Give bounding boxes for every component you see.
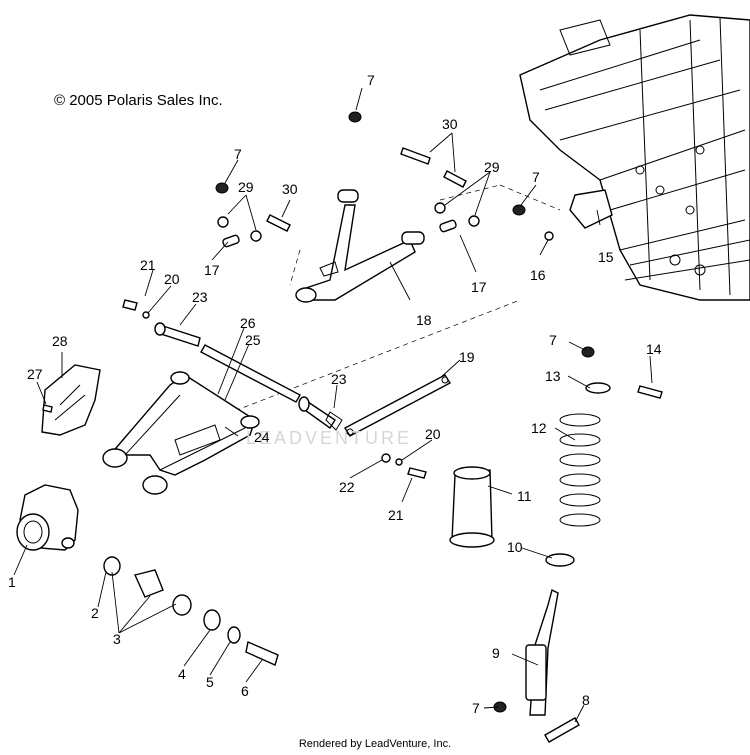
- lower-control-arm: [102, 371, 260, 495]
- callout-29[interactable]: 29: [238, 179, 254, 195]
- callout-29[interactable]: 29: [484, 159, 500, 175]
- callout-11[interactable]: 11: [517, 488, 532, 504]
- callout-17[interactable]: 17: [204, 262, 220, 278]
- callout-7[interactable]: 7: [532, 169, 540, 185]
- callout-4[interactable]: 4: [178, 666, 186, 682]
- guard: [41, 364, 101, 436]
- vehicle-frame: [519, 14, 750, 301]
- callout-23[interactable]: 23: [331, 371, 347, 387]
- callout-12[interactable]: 12: [531, 420, 547, 436]
- callout-15[interactable]: 15: [598, 249, 614, 265]
- callout-7[interactable]: 7: [234, 146, 242, 162]
- callout-14[interactable]: 14: [646, 341, 662, 357]
- callout-7[interactable]: 7: [549, 332, 557, 348]
- callout-23[interactable]: 23: [192, 289, 208, 305]
- coil-spring: [559, 413, 601, 527]
- callout-1[interactable]: 1: [8, 574, 16, 590]
- callout-18[interactable]: 18: [416, 312, 432, 328]
- callout-30[interactable]: 30: [442, 116, 458, 132]
- callout-21[interactable]: 21: [388, 507, 404, 523]
- callout-3[interactable]: 3: [113, 631, 121, 647]
- callout-28[interactable]: 28: [52, 333, 68, 349]
- callout-20[interactable]: 20: [425, 426, 441, 442]
- callout-16[interactable]: 16: [530, 267, 546, 283]
- watermark: LEADVENTURE: [246, 428, 413, 448]
- callout-7[interactable]: 7: [472, 700, 480, 716]
- callout-8[interactable]: 8: [582, 692, 590, 708]
- callout-13[interactable]: 13: [545, 368, 561, 384]
- callout-9[interactable]: 9: [492, 645, 500, 661]
- callout-25[interactable]: 25: [245, 332, 261, 348]
- callout-5[interactable]: 5: [206, 674, 214, 690]
- callout-7[interactable]: 7: [367, 72, 375, 88]
- callout-20[interactable]: 20: [164, 271, 180, 287]
- footer-credit: Rendered by LeadVenture, Inc.: [298, 738, 452, 750]
- copyright-text: © 2005 Polaris Sales Inc.: [54, 92, 223, 109]
- callout-21[interactable]: 21: [140, 257, 156, 273]
- knuckle: [16, 484, 79, 551]
- callout-24[interactable]: 24: [254, 429, 270, 445]
- upper-control-arm: [295, 189, 425, 303]
- callout-2[interactable]: 2: [91, 605, 99, 621]
- bracket: [344, 374, 451, 437]
- callout-27[interactable]: 27: [27, 366, 43, 382]
- callout-17[interactable]: 17: [471, 279, 487, 295]
- callout-6[interactable]: 6: [241, 683, 249, 699]
- callout-22[interactable]: 22: [339, 479, 355, 495]
- callout-30[interactable]: 30: [282, 181, 298, 197]
- callout-19[interactable]: 19: [459, 349, 475, 365]
- callout-10[interactable]: 10: [507, 539, 523, 555]
- callout-26[interactable]: 26: [240, 315, 256, 331]
